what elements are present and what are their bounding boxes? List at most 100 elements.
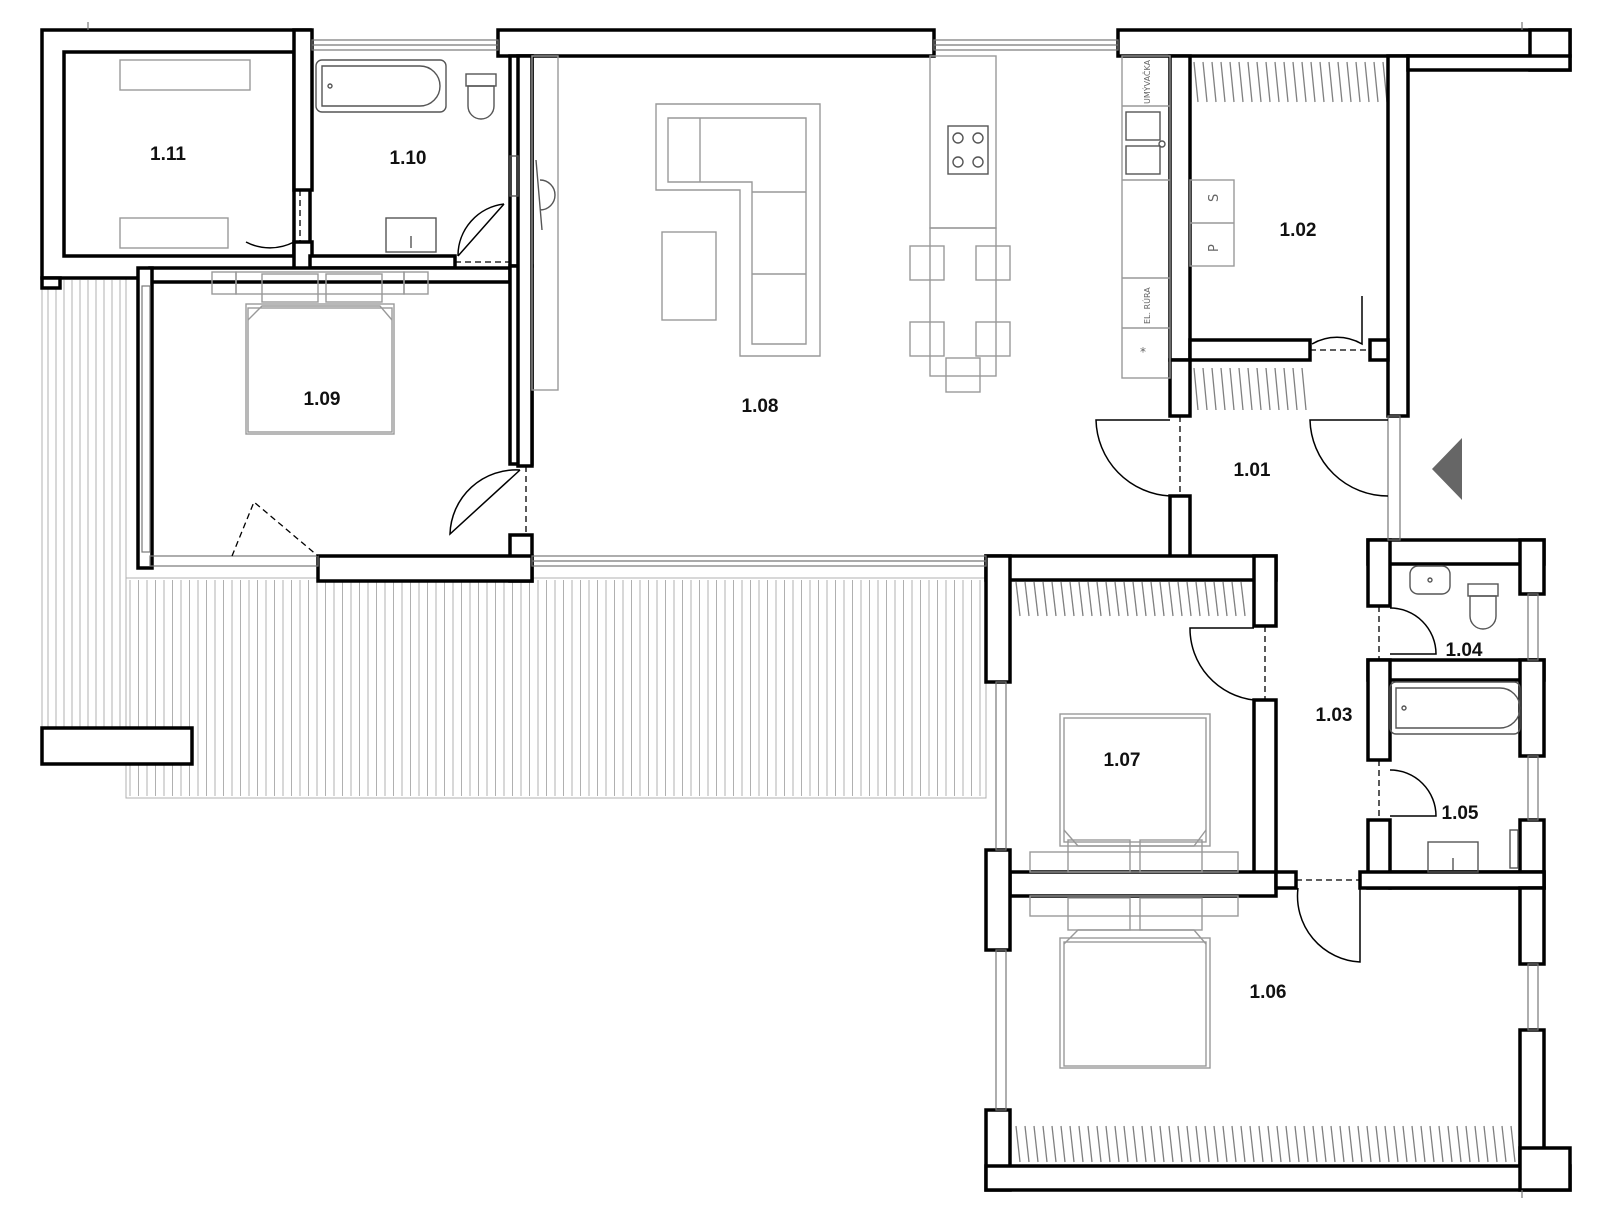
cooktop-icon bbox=[947, 125, 989, 175]
hatch-line bbox=[1292, 367, 1298, 411]
hatch-line bbox=[1328, 61, 1334, 103]
hatch-line bbox=[1346, 61, 1352, 103]
hatch-line bbox=[1114, 1125, 1120, 1163]
hatch-line bbox=[1256, 61, 1262, 103]
hatch-line bbox=[1159, 581, 1165, 617]
hatch-line bbox=[1247, 367, 1253, 411]
hatch-line bbox=[1222, 581, 1228, 617]
hatch-line bbox=[1177, 1125, 1183, 1163]
hatch-line bbox=[1373, 61, 1379, 103]
hatch-line bbox=[1114, 581, 1120, 617]
hatch-line bbox=[1240, 1125, 1246, 1163]
room-label-1-10: 1.10 bbox=[390, 148, 427, 169]
hatch-line bbox=[1193, 61, 1199, 103]
hatch-line bbox=[1105, 581, 1111, 617]
hatch-line bbox=[1238, 367, 1244, 411]
hatch-line bbox=[1150, 581, 1156, 617]
hatch-line bbox=[1265, 367, 1271, 411]
hatch-line bbox=[1483, 1125, 1489, 1163]
room-label-1-08: 1.08 bbox=[742, 396, 779, 417]
hatch-line bbox=[1274, 367, 1280, 411]
hatch-line bbox=[1256, 367, 1262, 411]
dining-table-icon bbox=[929, 227, 997, 377]
hatch-line bbox=[1105, 1125, 1111, 1163]
toilet-icon bbox=[465, 73, 497, 87]
hatch-line bbox=[1186, 1125, 1192, 1163]
hatch-line bbox=[1393, 1125, 1399, 1163]
hatch-line bbox=[1220, 367, 1226, 411]
hatch-line bbox=[1069, 581, 1075, 617]
hatch-line bbox=[1051, 1125, 1057, 1163]
hatch-line bbox=[1150, 1125, 1156, 1163]
room-label-1-03: 1.03 bbox=[1316, 705, 1353, 726]
hatch-line bbox=[1258, 1125, 1264, 1163]
double-bed-icon bbox=[245, 303, 395, 435]
hatch-line bbox=[1195, 1125, 1201, 1163]
hatch-line bbox=[1051, 581, 1057, 617]
hatch-line bbox=[1213, 581, 1219, 617]
hatch-line bbox=[1123, 581, 1129, 617]
hatch-line bbox=[1447, 1125, 1453, 1163]
hatch-line bbox=[1204, 581, 1210, 617]
sink-icon bbox=[385, 217, 437, 253]
hatch-line bbox=[1195, 581, 1201, 617]
hatch-line bbox=[1465, 1125, 1471, 1163]
hatch-line bbox=[1168, 1125, 1174, 1163]
hatch-line bbox=[1355, 61, 1361, 103]
room-label-1-05: 1.05 bbox=[1442, 803, 1479, 824]
hatch-line bbox=[1177, 581, 1183, 617]
kitchen-counter-icon bbox=[1121, 55, 1171, 379]
room-label-1-06: 1.06 bbox=[1250, 982, 1287, 1003]
room-label-1-02: 1.02 bbox=[1280, 220, 1317, 241]
hatch-line bbox=[1078, 1125, 1084, 1163]
hatch-line bbox=[1042, 1125, 1048, 1163]
hatch-line bbox=[1348, 1125, 1354, 1163]
bathtub-icon bbox=[315, 59, 447, 113]
wc-icon bbox=[1467, 583, 1499, 597]
hatch-line bbox=[1265, 61, 1271, 103]
fridge-p-label: P bbox=[1207, 244, 1222, 252]
hatch-line bbox=[1364, 61, 1370, 103]
hatch-line bbox=[1060, 581, 1066, 617]
hatch-line bbox=[1474, 1125, 1480, 1163]
hatch-line bbox=[1384, 1125, 1390, 1163]
hatch-line bbox=[1042, 581, 1048, 617]
hatch-line bbox=[1429, 1125, 1435, 1163]
hatch-line bbox=[1096, 581, 1102, 617]
hatch-line bbox=[1420, 1125, 1426, 1163]
room-label-1-04: 1.04 bbox=[1446, 640, 1483, 661]
tv-icon bbox=[535, 159, 556, 231]
hatch-line bbox=[1330, 1125, 1336, 1163]
hatch-line bbox=[1222, 1125, 1228, 1163]
entrance-arrow-icon bbox=[1432, 438, 1462, 500]
fridge-s-label: S bbox=[1207, 194, 1222, 202]
hatch-line bbox=[1357, 1125, 1363, 1163]
washbasin-icon bbox=[1409, 565, 1451, 595]
hatch-line bbox=[1087, 1125, 1093, 1163]
hatch-line bbox=[1193, 367, 1199, 411]
hatch-line bbox=[1366, 1125, 1372, 1163]
hatch-line bbox=[1249, 1125, 1255, 1163]
hatch-line bbox=[1501, 1125, 1507, 1163]
hatch-line bbox=[1024, 1125, 1030, 1163]
room-label-1-09: 1.09 bbox=[304, 389, 341, 410]
hatch-line bbox=[1438, 1125, 1444, 1163]
hatch-line bbox=[1456, 1125, 1462, 1163]
hatch-line bbox=[1069, 1125, 1075, 1163]
hatch-line bbox=[1231, 1125, 1237, 1163]
doors bbox=[231, 190, 1437, 963]
hatch-line bbox=[1303, 1125, 1309, 1163]
kitchen-sink-icon bbox=[1125, 111, 1161, 141]
room-label-1-07: 1.07 bbox=[1104, 750, 1141, 771]
hatch-line bbox=[1015, 1125, 1021, 1163]
sofa-icon bbox=[655, 103, 821, 357]
hatch-line bbox=[1202, 367, 1208, 411]
sink-icon-105 bbox=[1427, 841, 1479, 873]
terrace-outline-bottom bbox=[125, 577, 987, 799]
hatch-line bbox=[1492, 1125, 1498, 1163]
hatch-line bbox=[1033, 581, 1039, 617]
hatch-line bbox=[1132, 581, 1138, 617]
hatch-line bbox=[1141, 581, 1147, 617]
coffee-table-icon bbox=[661, 231, 717, 321]
hatch-line bbox=[1274, 61, 1280, 103]
